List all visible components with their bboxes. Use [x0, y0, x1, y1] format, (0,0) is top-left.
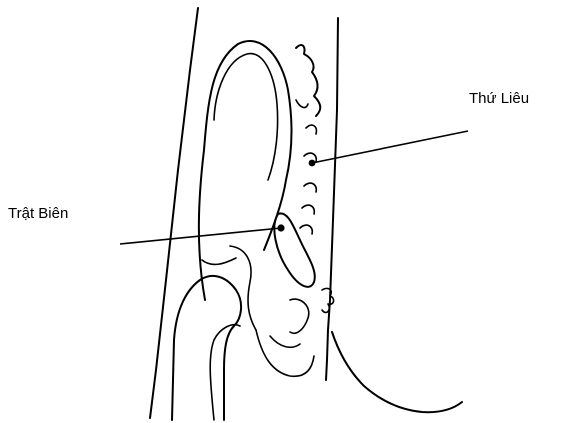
femur-head-inner [210, 325, 240, 420]
sacral-foramen-3 [304, 183, 316, 192]
buttock-curve [332, 332, 462, 412]
coccyx-coils [322, 288, 334, 312]
lower-contour [332, 332, 462, 412]
right-body-contour [328, 18, 338, 330]
iliac-crest-outer [199, 41, 292, 300]
femur-head-outer [172, 276, 241, 420]
body-outline [150, 8, 338, 418]
ischial-tuberosity [290, 299, 309, 333]
sacral-ridge [296, 100, 308, 107]
sacral-foramen-1 [306, 125, 316, 134]
label-trat-bien: Trật Biên [8, 205, 68, 222]
lesser-trochanter [256, 330, 314, 376]
pelvis-outline [199, 41, 292, 300]
ischium [270, 213, 315, 347]
leader-line-trat-bien [120, 228, 281, 244]
sacral-foramen-4 [302, 205, 314, 214]
label-thu-lieu: Thứ Liêu [469, 90, 529, 107]
iliac-crest-inner [214, 54, 278, 180]
leg-back-contour [326, 330, 328, 380]
sacral-foramen-5 [300, 225, 312, 234]
ischial-arc [270, 336, 300, 347]
ilium-lower-contour [202, 258, 236, 264]
